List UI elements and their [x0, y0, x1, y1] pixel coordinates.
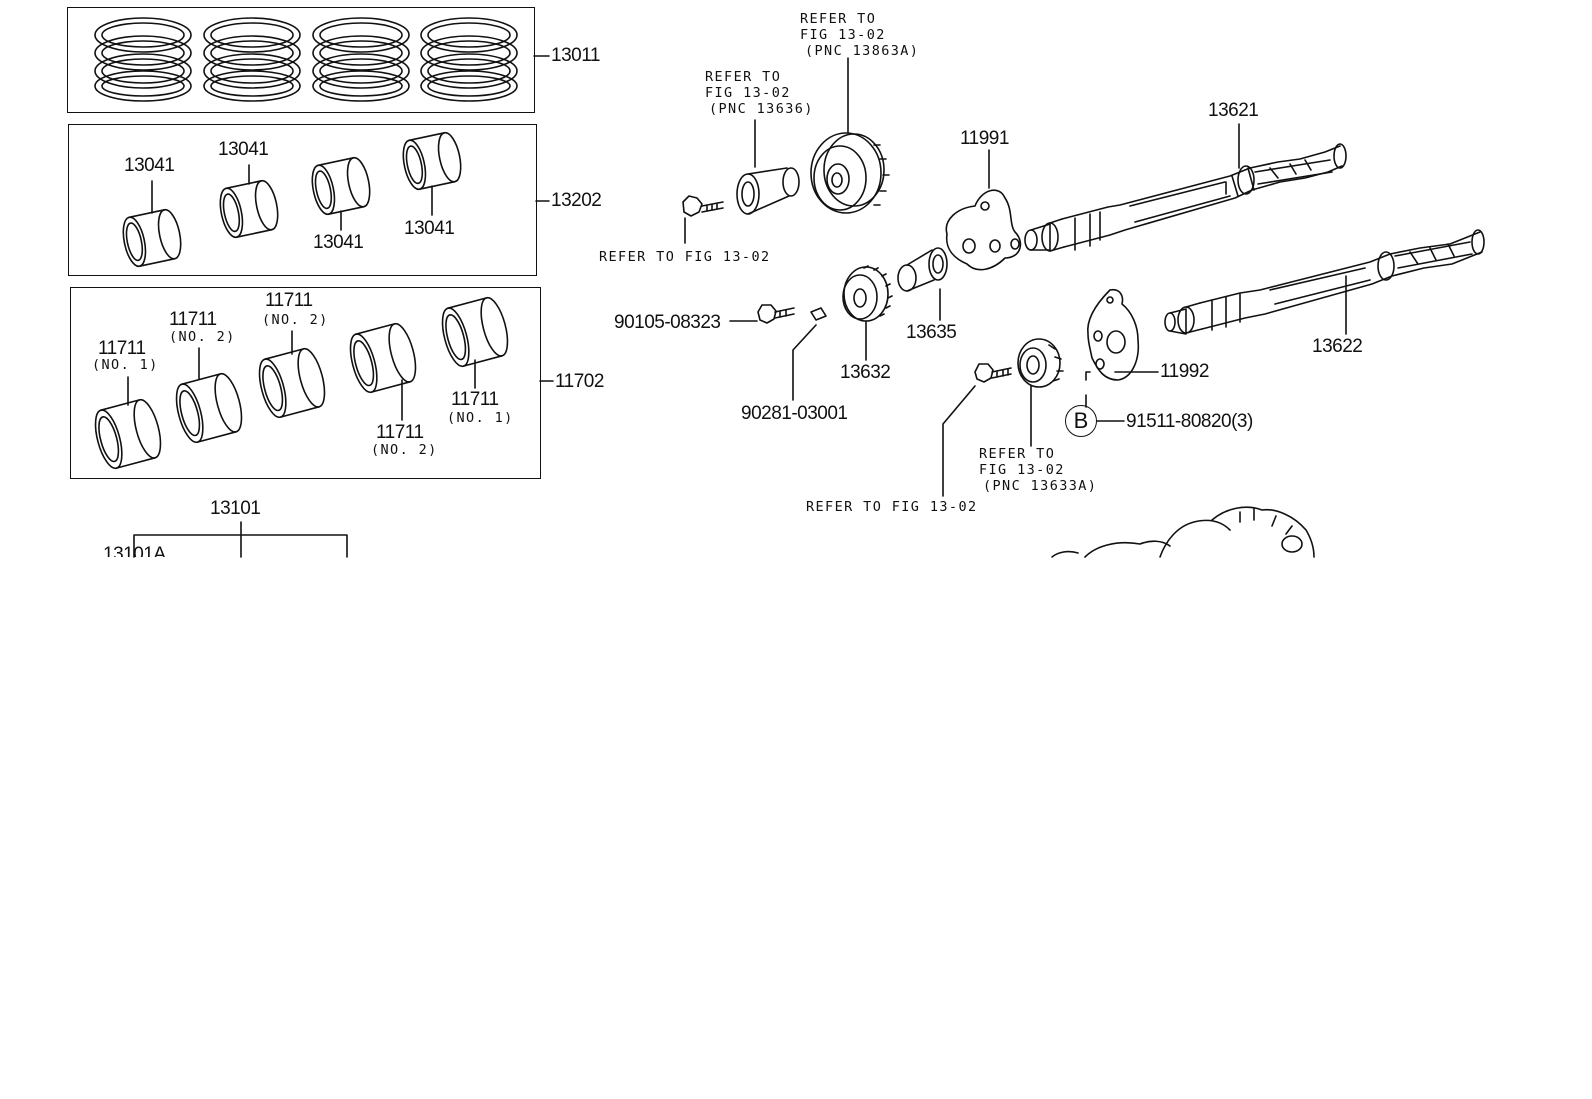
piston-ring-set-frame — [67, 7, 535, 113]
connecting-rod-drawing — [133, 521, 348, 558]
ref-bolt-top: REFER TO FIG 13-02 — [599, 249, 771, 265]
ref-13636-line3: (PNC 13636) — [709, 101, 814, 117]
callout-rod-bearing-d: 13041 — [404, 218, 455, 239]
shaft-drive-drawing — [682, 57, 1485, 558]
crankshaft-partial-drawing — [1051, 506, 1315, 558]
callout-bolt-91511: 91511-80820(3) — [1126, 411, 1253, 432]
badge-b: B — [1065, 405, 1097, 437]
callout-bush-13635: 13635 — [906, 322, 957, 343]
callout-main-bearing-4: 11711 — [376, 422, 424, 443]
ref-bolt-bottom: REFER TO FIG 13-02 — [806, 499, 978, 515]
ref-13636-line1: REFER TO — [705, 69, 782, 85]
callout-main-bearing-2-note: (NO. 2) — [169, 329, 236, 345]
callout-bolt-90105: 90105-08323 — [614, 312, 721, 333]
ref-13863a-line1: REFER TO — [800, 11, 877, 27]
callout-main-bearing-3-note: (NO. 2) — [262, 312, 329, 328]
callout-connecting-rod-sub: 13101A — [103, 545, 166, 557]
callout-plate-2: 11992 — [1160, 361, 1209, 382]
callout-rod-bearing-set: 13202 — [551, 190, 602, 211]
ref-13633a-line2: FIG 13-02 — [979, 462, 1065, 478]
callout-main-bearing-4-note: (NO. 2) — [371, 442, 438, 458]
ref-13863a-line3: (PNC 13863A) — [805, 43, 920, 59]
callout-main-bearing-2: 11711 — [169, 309, 217, 330]
callout-piston-ring-set: 13011 — [551, 45, 600, 66]
ref-13863a-line2: FIG 13-02 — [800, 27, 886, 43]
ref-13633a-line1: REFER TO — [979, 446, 1056, 462]
callout-gear-13632: 13632 — [840, 362, 891, 383]
rod-bearing-set-frame — [68, 124, 537, 276]
balance-shaft-2-drawing — [1164, 229, 1485, 335]
callout-main-bearing-5: 11711 — [451, 389, 499, 410]
callout-main-bearing-set: 11702 — [555, 371, 604, 392]
callout-plate-1: 11991 — [960, 128, 1009, 149]
callout-rod-bearing-a: 13041 — [124, 155, 175, 176]
callout-main-bearing-3: 11711 — [265, 290, 313, 311]
balance-shaft-1-drawing — [1024, 143, 1347, 252]
callout-connecting-rod: 13101 — [210, 498, 261, 519]
callout-rod-bearing-b: 13041 — [218, 139, 269, 160]
callout-rod-bearing-c: 13041 — [313, 232, 364, 253]
callout-balance-shaft-2: 13622 — [1312, 336, 1363, 357]
main-bearings-drawing — [94, 296, 554, 470]
ref-13633a-line3: (PNC 13633A) — [983, 478, 1098, 494]
callout-main-bearing-1-note: (NO. 1) — [92, 357, 159, 373]
callout-key-90281: 90281-03001 — [741, 403, 848, 424]
piston-rings-drawing — [94, 17, 550, 102]
ref-13636-line2: FIG 13-02 — [705, 85, 791, 101]
callout-main-bearing-5-note: (NO. 1) — [447, 410, 514, 426]
rod-bearings-drawing — [122, 131, 550, 268]
callout-main-bearing-1: 11711 — [98, 338, 146, 359]
main-bearing-set-frame — [70, 287, 541, 479]
callout-balance-shaft-1: 13621 — [1208, 100, 1259, 121]
